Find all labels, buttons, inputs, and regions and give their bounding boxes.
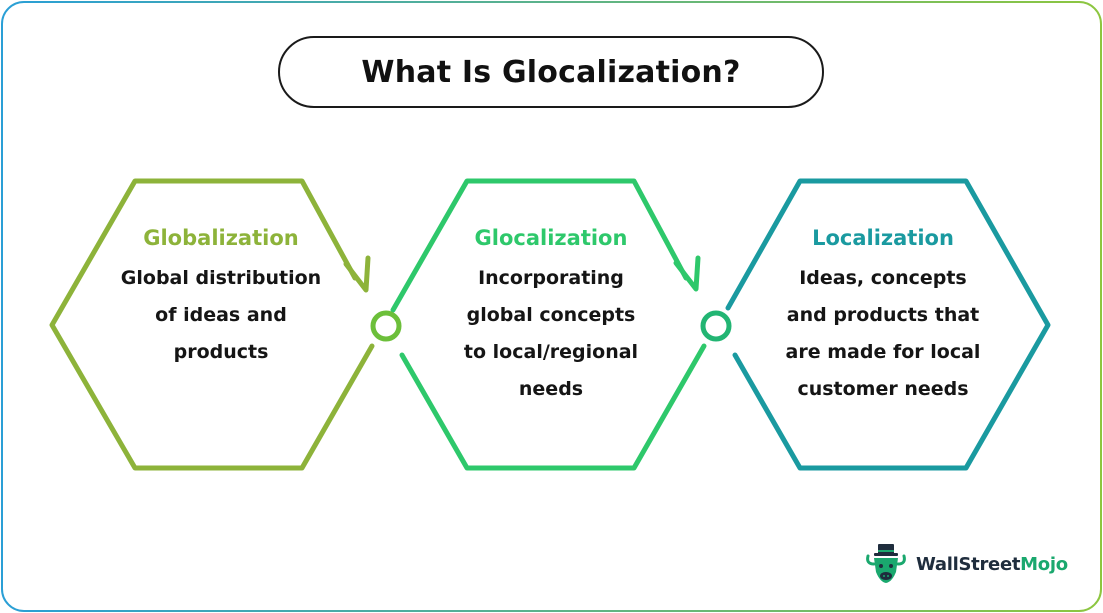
stage-line: of ideas and <box>155 304 287 326</box>
hexagon-localization <box>725 178 1051 471</box>
stage-heading: Globalization <box>143 226 299 250</box>
logo-wordmark: WallStreetMojo <box>916 553 1068 575</box>
stage-line: to local/regional <box>463 341 639 363</box>
stage-description: Ideas, concepts and products that are ma… <box>752 260 1014 408</box>
connector-circle <box>370 310 402 342</box>
stage-heading: Localization <box>812 226 954 250</box>
bull-mascot-icon <box>866 544 906 583</box>
stage-glocalization: Glocalization Incorporating global conce… <box>420 226 682 408</box>
stage-line: customer needs <box>797 378 969 400</box>
stage-line: and products that <box>786 304 980 326</box>
stage-line: needs <box>518 378 584 400</box>
title-pill: What Is Glocalization? <box>278 36 824 108</box>
stage-globalization: Globalization Global distribution of ide… <box>90 226 352 371</box>
stage-localization: Localization Ideas, concepts and product… <box>752 226 1014 408</box>
stage-description: Global distribution of ideas and product… <box>90 260 352 371</box>
stage-line: Incorporating <box>478 267 624 289</box>
stage-line: Global distribution <box>120 267 322 289</box>
arrow-icon <box>673 255 701 292</box>
page-title: What Is Glocalization? <box>361 54 741 90</box>
arrow-icon <box>343 255 371 293</box>
hexagon-glocalization <box>390 178 707 471</box>
wallstreetmojo-logo: WallStreetMojo <box>864 542 1068 586</box>
hexagon-globalization <box>49 178 375 471</box>
stage-line: global concepts <box>466 304 636 326</box>
stage-description: Incorporating global concepts to local/r… <box>420 260 682 408</box>
stage-line: Ideas, concepts <box>799 267 967 289</box>
stage-heading: Glocalization <box>474 226 628 250</box>
stage-line: products <box>173 341 269 363</box>
connector-circle <box>700 310 732 342</box>
stage-line: are made for local <box>785 341 981 363</box>
